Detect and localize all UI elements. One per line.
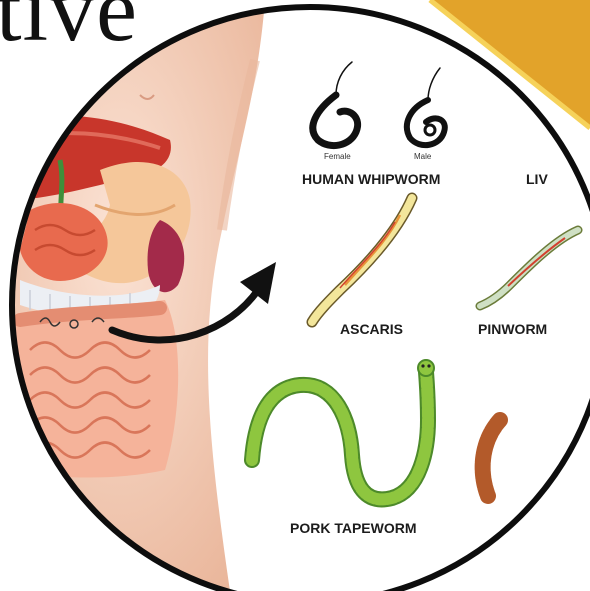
pork-tapeworm-label: PORK TAPEWORM	[290, 520, 417, 536]
female-label: Female	[324, 152, 351, 161]
large-intestine	[10, 300, 178, 478]
male-label: Male	[414, 152, 431, 161]
human-whipworm-label: HUMAN WHIPWORM	[302, 171, 440, 187]
liver-fluke-label: LIV	[526, 171, 548, 187]
title-fragment: tive	[0, 0, 138, 62]
pinworm-label: PINWORM	[478, 321, 547, 337]
ascaris-label: ASCARIS	[340, 321, 403, 337]
